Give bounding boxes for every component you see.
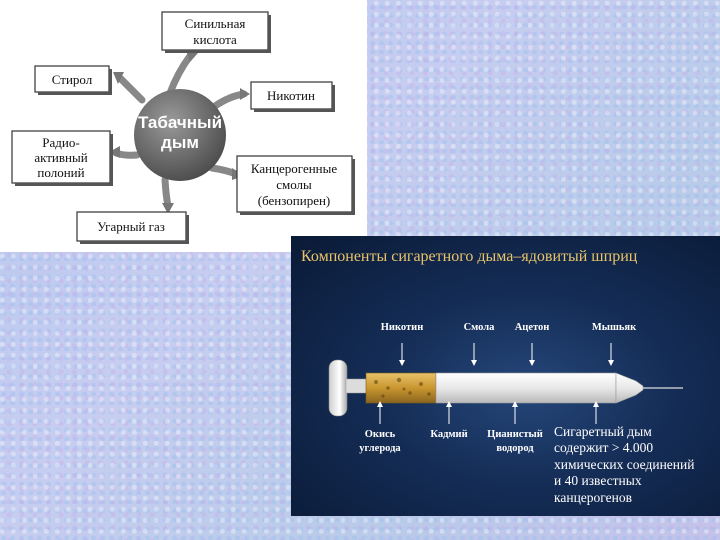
box-tar-line3: (бензопирен)	[258, 193, 331, 208]
label-hcn-line1: Цианистый	[487, 429, 543, 440]
label-co-line1: Окись	[365, 429, 396, 440]
syringe-barrel	[435, 372, 617, 404]
note-line3: химических соединений	[554, 457, 694, 472]
center-label-2: дым	[161, 133, 199, 152]
bottom-arrows	[377, 401, 599, 424]
tobacco-smoke-diagram: Табачный дым Синильная	[0, 0, 367, 252]
label-hcn-line2: водород	[496, 443, 534, 454]
syringe-title: Компоненты сигаретного дыма–ядовитый шпр…	[301, 248, 638, 265]
box-hcn	[161, 11, 269, 51]
box-polonium-line3: полоний	[37, 165, 84, 180]
arrow-co	[161, 176, 172, 210]
note-line5: канцерогенов	[554, 490, 632, 505]
syringe-drawing	[328, 359, 683, 417]
label-arsenic: Мышьяк	[592, 322, 637, 333]
box-nicotine-label: Никотин	[267, 88, 315, 103]
box-co-label: Угарный газ	[97, 219, 165, 234]
note-block: Сигаретный дым содержит > 4.000 химическ…	[554, 424, 694, 505]
box-tar-line2: смолы	[276, 177, 312, 192]
arrow-styrene	[116, 74, 146, 104]
arrow-hcn	[166, 52, 194, 97]
note-line1: Сигаретный дым	[554, 424, 652, 439]
box-tar-line1: Канцерогенные	[251, 161, 338, 176]
plunger-head	[328, 359, 348, 417]
syringe-panel: Компоненты сигаретного дыма–ядовитый шпр…	[291, 236, 720, 516]
arrow-nicotine	[211, 90, 248, 110]
box-styrene-label: Стирол	[52, 72, 93, 87]
box-polonium-line1: Радио-	[42, 135, 79, 150]
syringe-tip	[615, 372, 644, 404]
label-tar: Смола	[464, 322, 496, 333]
box-polonium-line2: активный	[34, 150, 87, 165]
top-arrows	[399, 343, 614, 366]
center-label-1: Табачный	[138, 113, 222, 132]
box-hcn-line2: кислота	[193, 32, 237, 47]
box-co	[76, 211, 187, 242]
box-tar	[236, 155, 353, 213]
label-acetone: Ацетон	[515, 322, 550, 333]
note-line4: и 40 известных	[554, 473, 642, 488]
smoke-diagram-svg: Табачный дым Синильная	[11, 11, 355, 244]
syringe-svg: Компоненты сигаретного дыма–ядовитый шпр…	[301, 248, 694, 505]
cigarette-filter	[365, 372, 437, 404]
smoke-circle	[134, 89, 226, 181]
label-co-line2: углерода	[359, 443, 401, 454]
plunger-rod	[345, 378, 369, 394]
note-line2: содержит > 4.000	[554, 440, 653, 455]
box-hcn-line1: Синильная	[185, 16, 246, 31]
diagram-arrows	[112, 52, 248, 210]
box-polonium	[11, 130, 111, 184]
label-cadmium: Кадмий	[430, 429, 467, 440]
box-nicotine	[250, 81, 333, 110]
label-nicotine: Никотин	[381, 322, 424, 333]
